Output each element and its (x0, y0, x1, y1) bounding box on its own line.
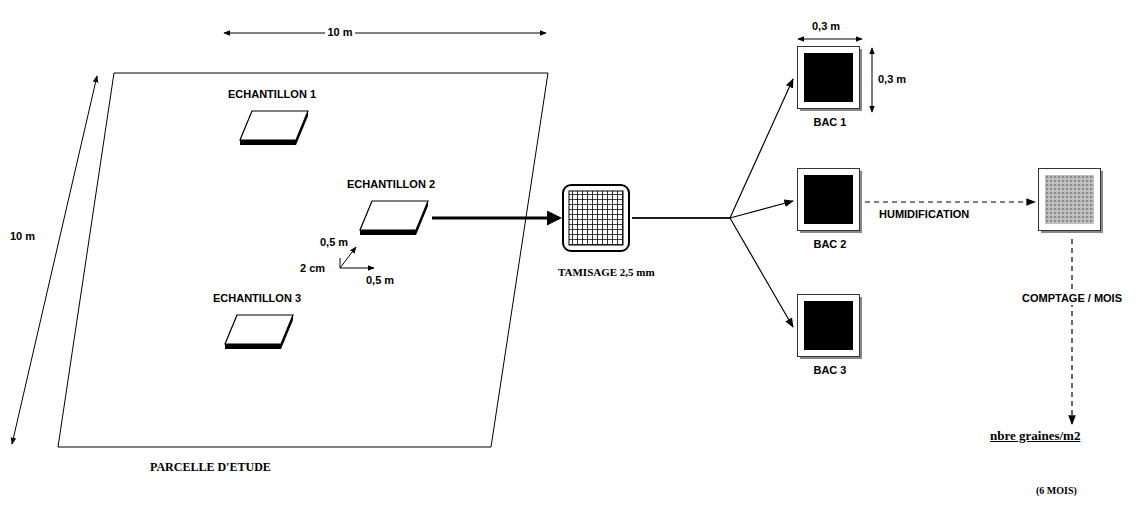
dimension-label: 0,5 m (320, 236, 348, 249)
tray-shadow (800, 297, 862, 359)
dimension-label: 0,5 m (366, 274, 394, 287)
edge-label: COMPTAGE / MOIS (1020, 292, 1124, 305)
dimension-label: 10 m (10, 230, 35, 243)
flow-arrow (632, 218, 793, 327)
soil-fill (804, 301, 853, 350)
tray-frame (798, 169, 860, 231)
tray-outline (1038, 168, 1106, 236)
tray-shadow (1041, 171, 1103, 233)
tray-frame (798, 47, 860, 109)
tray-frame (1039, 169, 1101, 231)
dimension-line (872, 48, 873, 112)
dimension-line (224, 33, 546, 34)
flow-arrow (432, 217, 559, 220)
dimension-label: 0,3 m (812, 20, 840, 33)
sieve-frame (563, 185, 629, 251)
sample-outline (360, 200, 430, 236)
edge-label: HUMIDIFICATION (877, 208, 971, 221)
sieve-mesh (569, 191, 623, 245)
flow-arrow (632, 79, 793, 218)
dashed-arrow (865, 201, 1035, 202)
dimension-label: 10 m (325, 26, 354, 39)
germination-tray (1038, 168, 1106, 236)
result-text: nbre graines/m2 (990, 428, 1080, 444)
sample-side (240, 111, 308, 145)
germinating-soil (1045, 175, 1094, 224)
node-label: ECHANTILLON 1 (228, 88, 316, 101)
dashed-arrow (1071, 239, 1072, 424)
axis-arrow (340, 258, 341, 268)
dimension-line (798, 39, 862, 40)
bac-outline (797, 294, 863, 360)
soil-sample: ECHANTILLON 3 (212, 292, 324, 356)
study-plot: ECHANTILLON 1ECHANTILLON 2ECHANTILLON 3P… (57, 72, 549, 448)
axis-arrow (340, 268, 374, 269)
soil-sample: ECHANTILLON 2 (347, 176, 459, 240)
plot-outline (58, 73, 548, 447)
node-label: TAMISAGE 2,5 mm (558, 266, 655, 279)
sample-outline (240, 110, 310, 146)
node-label: BAC 1 (813, 116, 846, 129)
bac-outline (797, 46, 863, 112)
bac-outline (797, 168, 863, 234)
sample-side (225, 315, 293, 349)
plot-outline (57, 72, 549, 448)
node-label: PARCELLE D'ETUDE (150, 460, 271, 475)
node-label: BAC 3 (813, 364, 846, 377)
seed-tray: BAC 3 (790, 292, 870, 382)
sample-side (360, 201, 428, 235)
node-label: ECHANTILLON 3 (213, 292, 301, 305)
seed-tray: BAC 1 (790, 44, 870, 134)
node-label: BAC 2 (813, 238, 846, 251)
dimension-arrows (12, 33, 872, 444)
result-block: nbre graines/m2 (6 MOIS) (988, 428, 1108, 500)
result-text: (6 MOIS) (1036, 484, 1077, 497)
sample-face (225, 315, 293, 344)
tray-frame (798, 295, 860, 357)
sieve: TAMISAGE 2,5 mm (548, 180, 688, 280)
sieve-outline (562, 184, 630, 252)
seed-tray: BAC 2 (790, 166, 870, 256)
sample-face (360, 201, 428, 230)
dimension-label: 2 cm (300, 262, 325, 275)
node-label: ECHANTILLON 2 (347, 178, 435, 191)
dimension-line (12, 76, 97, 444)
sample-face (240, 111, 308, 140)
axis-arrow (340, 247, 356, 268)
soil-fill (804, 53, 853, 102)
tray-shadow (800, 49, 862, 111)
soil-sample: ECHANTILLON 1 (226, 88, 338, 152)
soil-fill (804, 175, 853, 224)
tray-shadow (800, 171, 862, 233)
sample-outline (225, 314, 295, 350)
dimension-label: 0,3 m (878, 73, 906, 86)
flow-arrow (632, 201, 793, 218)
